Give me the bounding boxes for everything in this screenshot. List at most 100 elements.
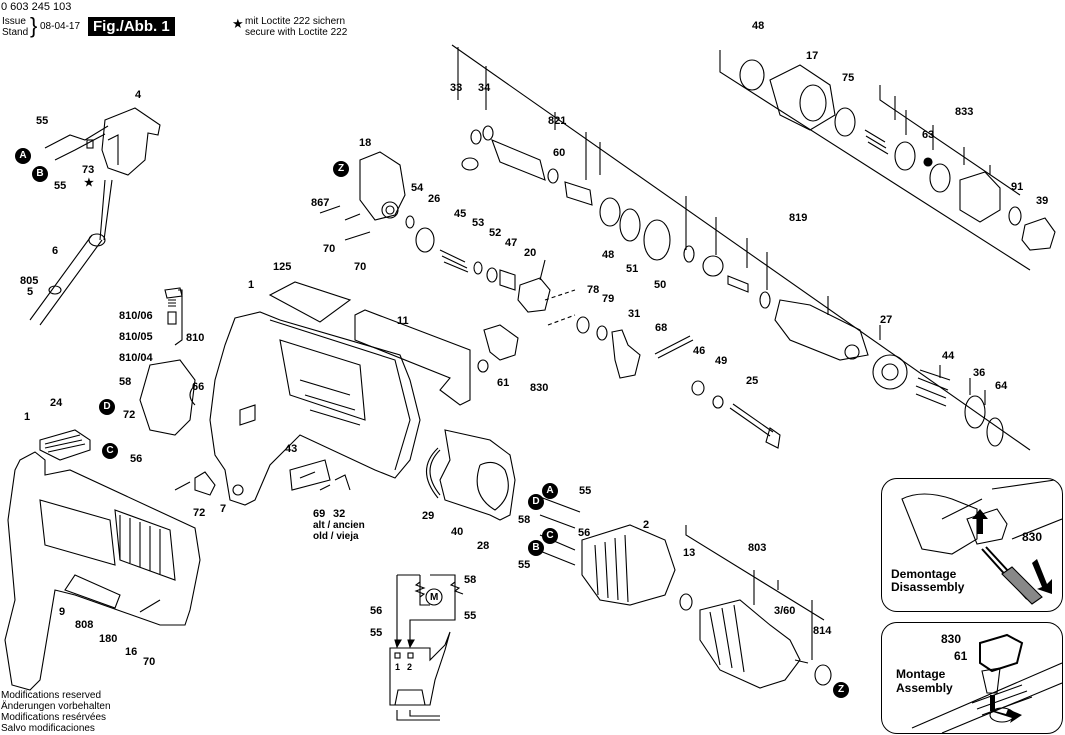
wiring-schematic	[389, 574, 464, 721]
figure-label: Fig./Abb. 1	[88, 17, 175, 36]
part-label-58: 58	[518, 514, 531, 526]
switch-terminal-1: 1	[395, 662, 401, 672]
part-label-55: 55	[518, 559, 531, 571]
part-label-49: 49	[715, 355, 728, 367]
assembly-title-fr: Montage	[896, 667, 946, 681]
part-label-69: 69	[313, 508, 326, 520]
part-label-125: 125	[273, 261, 292, 273]
part-label-52: 52	[489, 227, 502, 239]
part-label-40: 40	[451, 526, 464, 538]
part-label-11: 11	[397, 315, 409, 327]
power-cord	[99, 179, 113, 241]
housing-half-right	[209, 311, 421, 506]
part-label-66: 66	[192, 381, 205, 393]
part-label-31: 31	[628, 308, 641, 320]
piston-821	[491, 139, 546, 181]
part-label-2: 2	[643, 519, 650, 531]
schematic-label-58: 58	[464, 574, 477, 586]
marker-d-field: D	[528, 494, 544, 510]
motor-symbol: M	[430, 592, 439, 603]
part-label-46: 46	[693, 345, 706, 357]
assembly-illustration	[911, 633, 1062, 733]
part-label-55: 55	[54, 180, 67, 192]
spring-44	[915, 369, 951, 407]
footer-note-3: Modifications resérvées	[1, 712, 107, 723]
part-label-810: 810	[186, 332, 205, 344]
footer-note-1: Modifications reserved	[1, 690, 102, 701]
gear-26	[415, 227, 435, 253]
cap-39	[1021, 217, 1056, 251]
switch-part	[101, 107, 161, 176]
retainer-830	[483, 324, 519, 361]
disassembly-part-830: 830	[1022, 530, 1043, 544]
part-label-810-05: 810/05	[119, 331, 153, 343]
part-label-55: 55	[579, 485, 592, 497]
part-label-61: 61	[497, 377, 510, 389]
part-label-45: 45	[454, 208, 467, 220]
part-label-70: 70	[323, 243, 336, 255]
pin-68	[654, 335, 694, 359]
part-label-70: 70	[354, 261, 367, 273]
part-label-55: 55	[36, 115, 49, 127]
part-number: 0 603 245 103	[1, 1, 72, 13]
schematic-label-55: 55	[464, 610, 477, 622]
lever-31	[611, 329, 641, 379]
disassembly-title-fr: Demontage	[891, 567, 957, 581]
part-label-16: 16	[125, 646, 138, 658]
old-version-note-1: alt / ancien	[313, 520, 365, 531]
spring-833	[864, 129, 889, 155]
part-label-810-06: 810/06	[119, 310, 153, 322]
part-label-79: 79	[602, 293, 615, 305]
marker-z-gear: Z	[333, 161, 349, 177]
part-label-54: 54	[411, 182, 424, 194]
part-label-830: 830	[530, 382, 549, 394]
shaft-25	[729, 403, 774, 437]
part-label-34: 34	[478, 82, 491, 94]
part-label-75: 75	[842, 72, 855, 84]
brush-holder	[139, 359, 196, 436]
gasket-40	[439, 429, 516, 521]
gear-27	[872, 354, 908, 390]
part-label-60: 60	[553, 147, 566, 159]
field-coil-2	[581, 524, 676, 606]
part-label-72: 72	[193, 507, 206, 519]
marker-d-brush: D	[99, 399, 115, 415]
issue-label: Issue	[2, 16, 26, 27]
part-label-72: 72	[123, 409, 136, 421]
part-label-63: 63	[922, 129, 935, 141]
disassembly-title-en: Disassembly	[891, 580, 965, 594]
spindle-819	[774, 299, 869, 361]
switch-terminal-2: 2	[407, 662, 413, 672]
part-label-18: 18	[359, 137, 372, 149]
disassembly-illustration	[901, 479, 1062, 605]
assembly-part-61: 61	[954, 649, 968, 663]
part-label-3-60: 3/60	[774, 605, 796, 617]
part-label-810-04: 810/04	[119, 352, 153, 364]
part-label-24: 24	[50, 397, 63, 409]
part-label-17: 17	[806, 50, 819, 62]
loctite-star-icon: ★	[84, 177, 94, 189]
part-label-26: 26	[428, 193, 441, 205]
part-label-808: 808	[75, 619, 94, 631]
part-label-50: 50	[654, 279, 667, 291]
housing-half-left	[4, 451, 201, 691]
part-label-27: 27	[880, 314, 893, 326]
gear-housing-18	[359, 151, 406, 221]
brace: }	[30, 13, 38, 38]
marker-b-field: B	[528, 540, 544, 556]
part-label-53: 53	[472, 217, 485, 229]
part-label-73: 73	[82, 164, 95, 176]
part-label-68: 68	[655, 322, 668, 334]
issue-date: 08-04-17	[40, 21, 81, 32]
schematic-label-56: 56	[370, 605, 383, 617]
part-label-64: 64	[995, 380, 1008, 392]
clip-43	[289, 459, 331, 491]
part-label-43: 43	[285, 443, 298, 455]
loctite-note-de: mit Loctite 222 sichern	[245, 16, 346, 27]
part-label-48: 48	[602, 249, 615, 261]
part-label-78: 78	[587, 284, 600, 296]
armature-3-60	[699, 599, 801, 689]
ring-29	[429, 449, 441, 496]
part-label-33: 33	[450, 82, 463, 94]
